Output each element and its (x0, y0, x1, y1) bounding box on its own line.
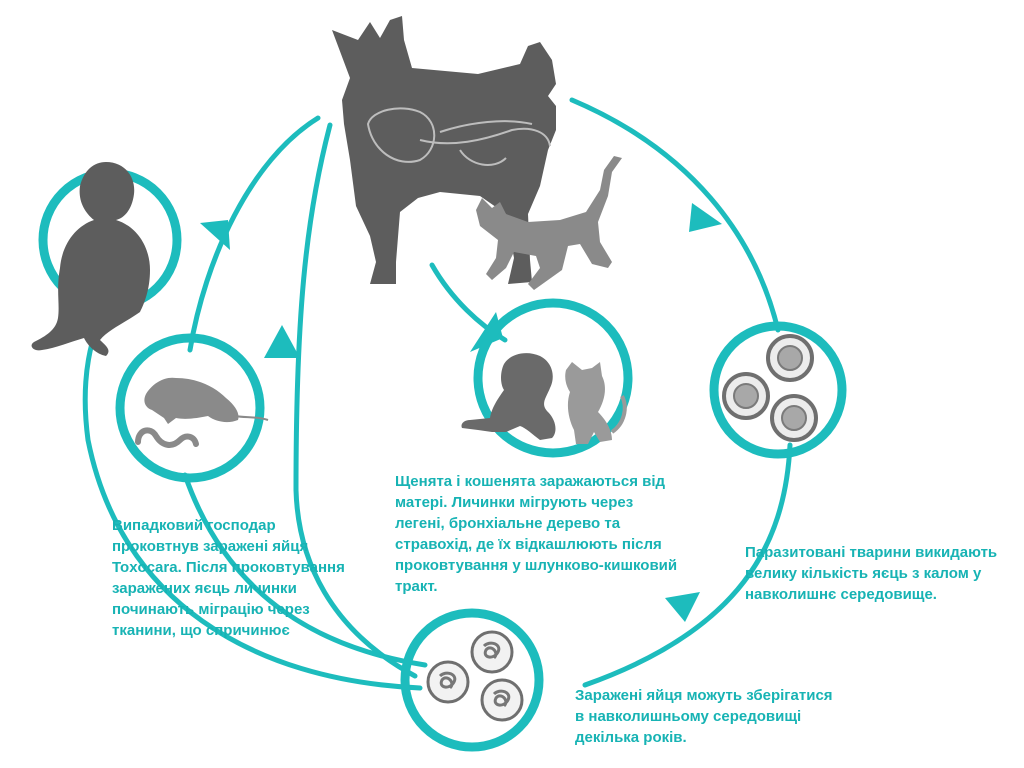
cycle-arc-dog-to-eggs (569, 97, 781, 333)
arrow-heads (200, 203, 722, 622)
caption-line: в навколишньому середовищі (575, 708, 802, 725)
cycle-arc-eggs-to-env (582, 442, 793, 688)
cycle-nodes (38, 168, 847, 752)
caption-line: велику кількість яєць з калом у (745, 565, 982, 582)
caption-line: Паразитовані тварини викидають (745, 544, 998, 561)
embryonated-egg (480, 678, 524, 722)
arrowhead-to-puppies (470, 312, 503, 352)
caption-line: матері. Личинки мігрують через (395, 494, 634, 511)
caption-puppies-kittens: Щенята і кошенята заражаються від матері… (395, 471, 715, 597)
env-eggs-node-ring (400, 608, 544, 752)
caption-line: стравохід, де їх відкашлюють після (395, 536, 662, 553)
caption-line: заражених яєць личинки (112, 580, 297, 597)
mouse-silhouette (144, 377, 269, 424)
caption-eggs-environment: Заражені яйця можуть зберігатися в навко… (575, 685, 865, 748)
cat-silhouette (476, 156, 622, 290)
kitten-silhouette (565, 362, 627, 444)
child-silhouette (31, 162, 150, 356)
cycle-arc-env-to-child (82, 302, 423, 691)
embryonated-egg (470, 630, 514, 674)
roundworm-egg (770, 394, 818, 442)
caption-line: легені, бронхіальне дерево та (395, 515, 621, 532)
dog-silhouette (332, 16, 556, 284)
puppies-node-ring (473, 298, 633, 458)
caption-line: тканини, що спричинює (112, 622, 290, 639)
caption-line: Випадковий господар (112, 517, 276, 534)
embryonated-egg (426, 660, 470, 704)
arrowhead-right-upper (689, 203, 722, 232)
earthworm-silhouette (135, 427, 199, 448)
caption-line: проковтування у шлунково-кишковий (395, 557, 678, 574)
cycle-arc-mouse-to-dog (187, 115, 321, 353)
caption-line: Toxocara. Після проковтування (112, 559, 345, 576)
puppy-silhouette (461, 353, 556, 440)
caption-line: проковтнув заражені яйця (112, 538, 309, 555)
caption-parasitized-animals: Паразитовані тварини викидають велику кі… (745, 542, 1020, 605)
mouse-node-ring (115, 333, 265, 483)
embryonated-eggs (426, 630, 524, 722)
caption-accidental-host: Випадковий господар проковтнув заражені … (112, 515, 372, 641)
roundworm-eggs (722, 334, 818, 442)
roundworm-egg (766, 334, 814, 382)
arrowhead-right-lower (665, 592, 700, 622)
caption-line: декілька років. (575, 729, 687, 746)
caption-line: тракт. (395, 578, 438, 595)
caption-line: починають міграцію через (112, 601, 310, 618)
arrowhead-left-inner (264, 325, 300, 358)
eggs-node-ring (709, 321, 847, 459)
caption-line: Заражені яйця можуть зберігатися (575, 687, 833, 704)
arrowhead-left-outer (200, 220, 230, 250)
caption-line: Щенята і кошенята заражаються від (395, 473, 666, 490)
roundworm-egg (722, 372, 770, 420)
cycle-arrows (82, 97, 793, 691)
caption-line: навколишнє середовище. (745, 586, 937, 603)
cycle-arc-env-to-dog (293, 122, 418, 679)
